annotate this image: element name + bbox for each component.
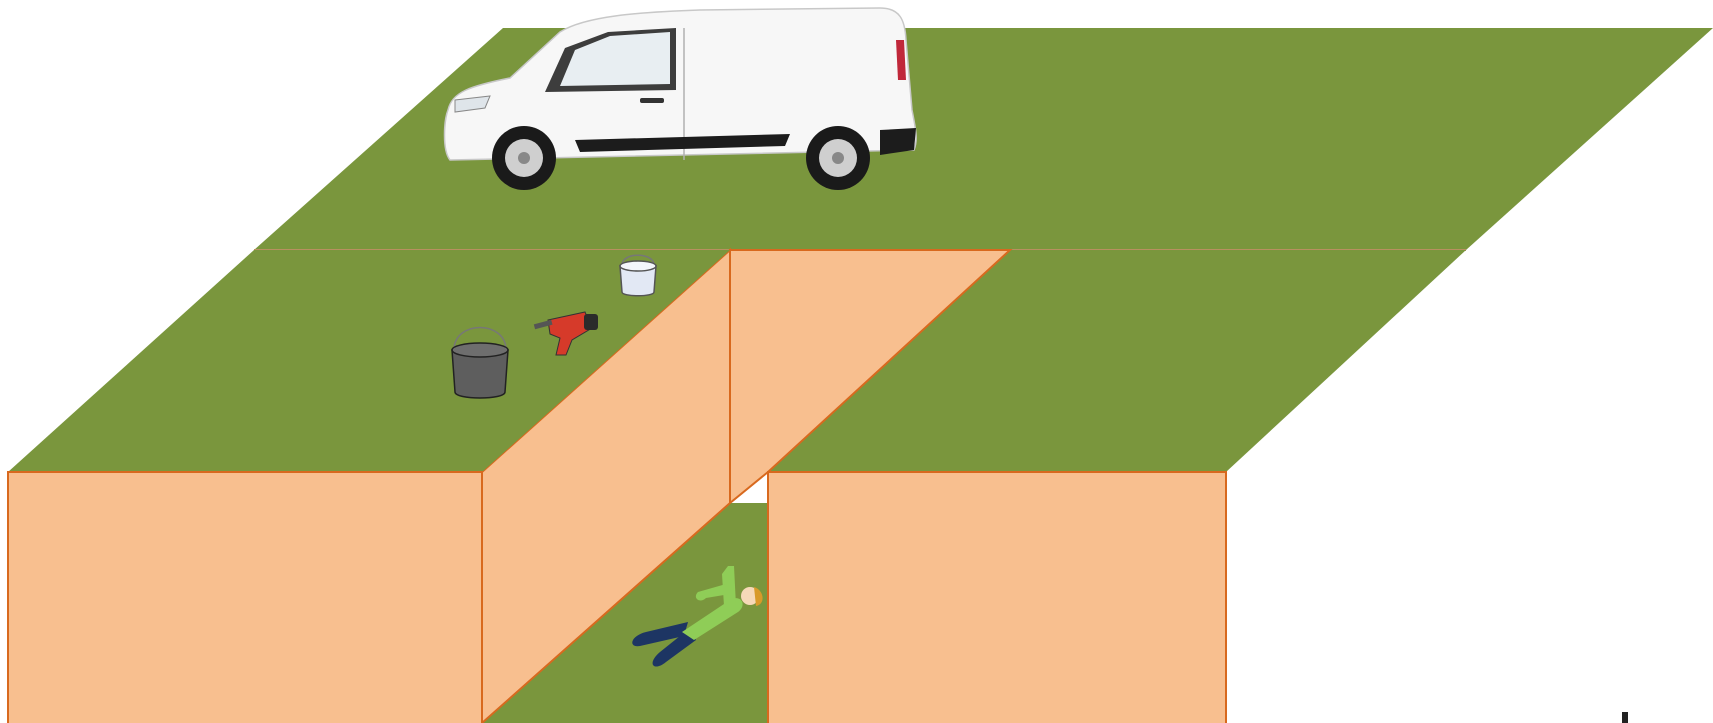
right-block-front: [768, 472, 1226, 723]
left-block-front: [8, 472, 482, 723]
van-rear-wheel: [806, 126, 870, 190]
van-front-wheel: [492, 126, 556, 190]
stray-mark: [1622, 712, 1628, 723]
